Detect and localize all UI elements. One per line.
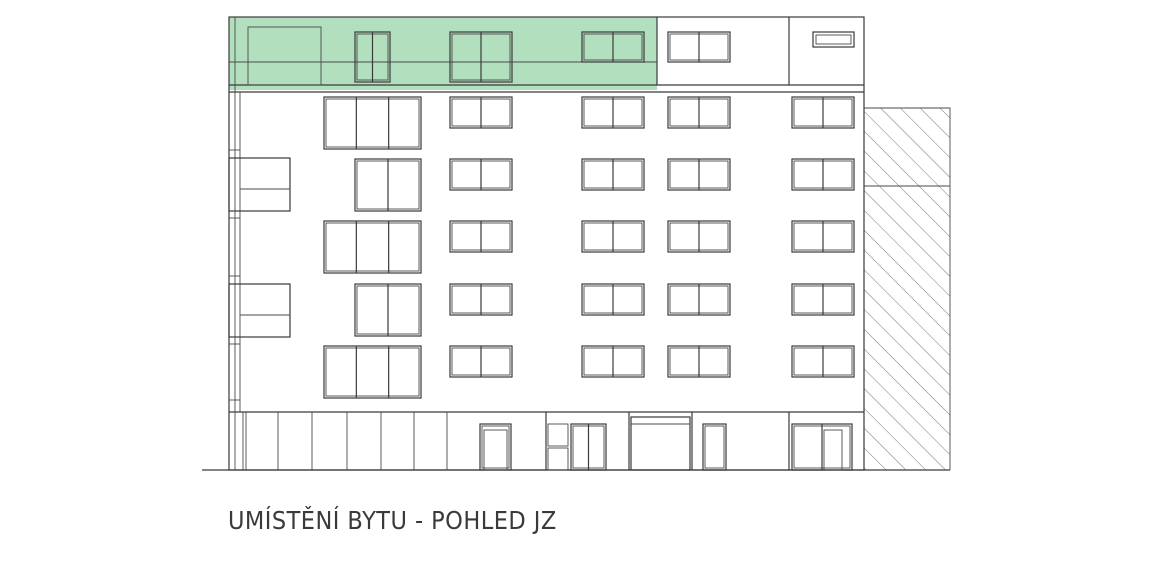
window-sash [325,347,420,397]
window [323,220,422,274]
window-sash [481,425,510,469]
balconies [228,149,291,401]
neighbouring-building [864,107,951,470]
door-leaf [483,429,508,471]
garage-door [630,416,691,471]
apartment-highlight [229,17,657,90]
shopfront-panel [547,447,569,471]
window [323,345,422,399]
window [479,423,512,471]
window-sash [704,425,725,469]
shopfront-panel [547,423,569,447]
window [812,31,855,48]
window-sash [325,98,420,148]
drawing-caption: UMÍSTĚNÍ BYTU - POHLED JZ [228,506,557,535]
window-sash [325,222,420,272]
window [323,96,422,150]
window-sash [815,34,852,45]
door-leaf [823,429,843,471]
windows-group [323,31,855,399]
window [702,423,727,471]
ground-floor-shopfront [245,412,853,471]
